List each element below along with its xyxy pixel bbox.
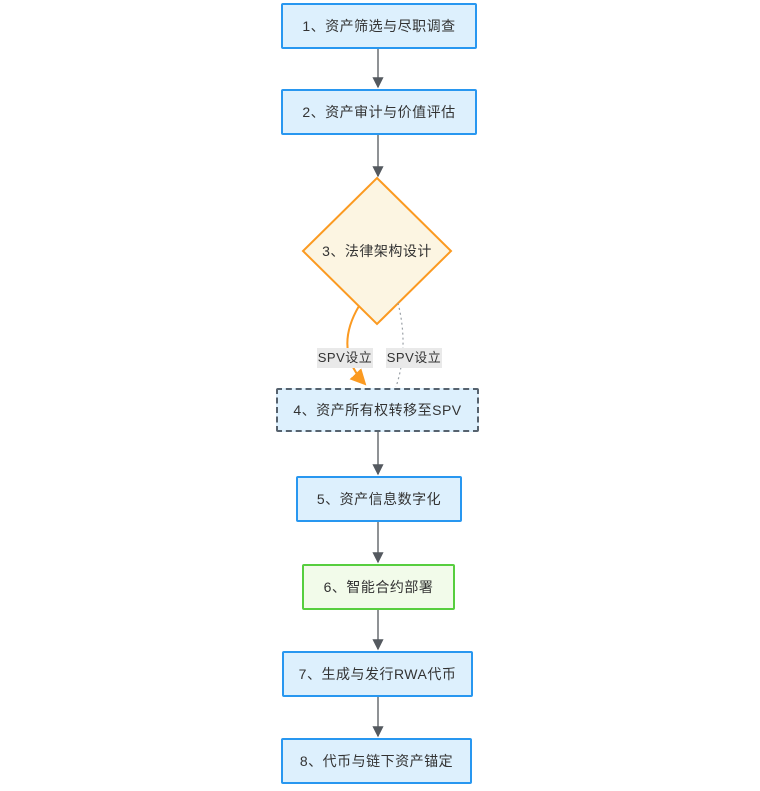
flow-node-step8: 8、代币与链下资产锚定 bbox=[281, 738, 472, 784]
connector-step3-step4-dotted bbox=[395, 302, 404, 388]
flow-node-step3-decision: 3、法律架构设计 bbox=[322, 243, 432, 259]
flow-node-step4: 4、资产所有权转移至SPV bbox=[276, 388, 479, 432]
flow-node-step6: 6、智能合约部署 bbox=[302, 564, 455, 610]
flow-node-step2: 2、资产审计与价值评估 bbox=[281, 89, 477, 135]
flow-node-step7: 7、生成与发行RWA代币 bbox=[282, 651, 473, 697]
flow-node-step5: 5、资产信息数字化 bbox=[296, 476, 462, 522]
connector-step3-step4-solid bbox=[346, 305, 367, 386]
flow-node-step1: 1、资产筛选与尽职调查 bbox=[281, 3, 477, 49]
edge-label-spv-left: SPV设立 bbox=[317, 348, 373, 368]
decision-diamond-shape bbox=[301, 176, 453, 326]
edge-label-spv-right: SPV设立 bbox=[386, 348, 442, 368]
